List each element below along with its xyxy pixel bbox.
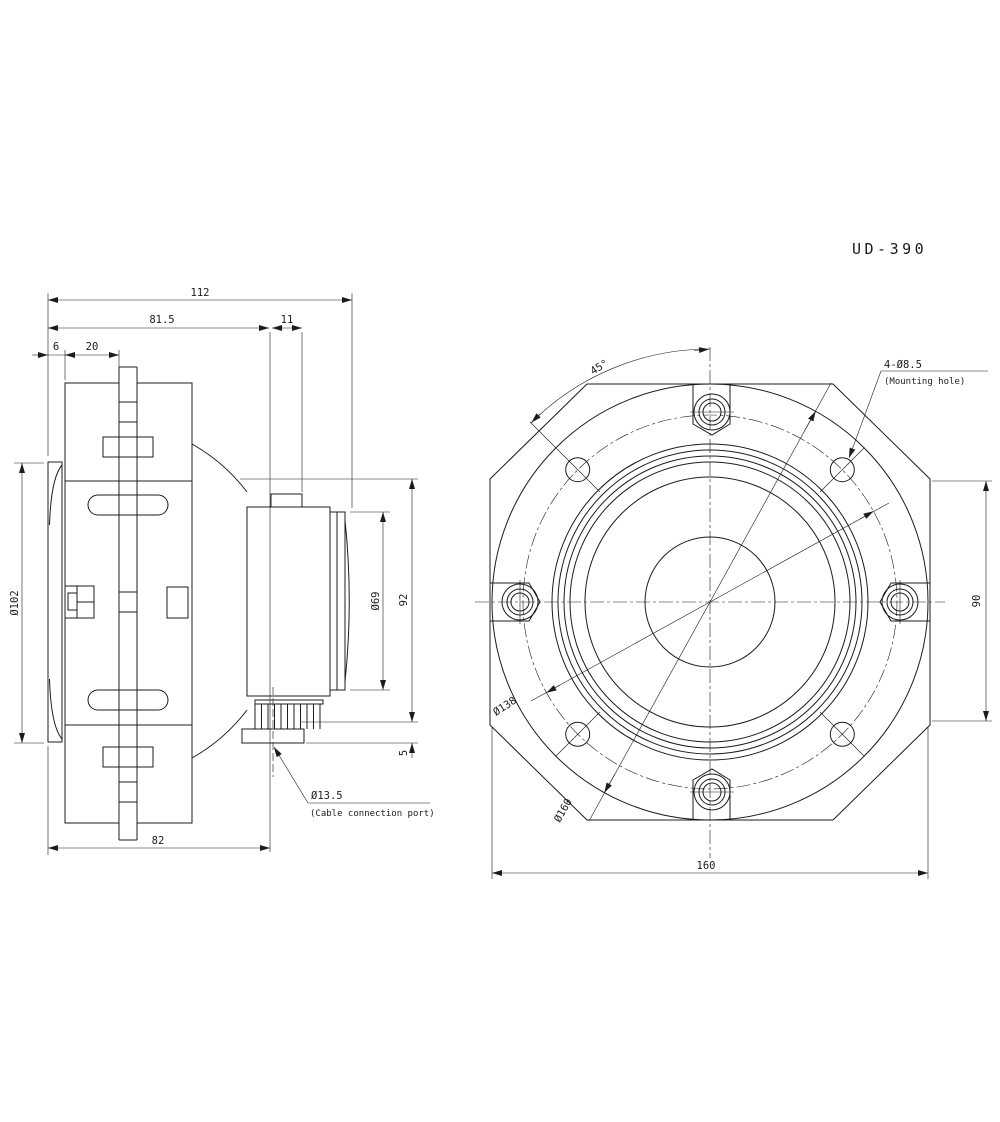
mounting-hole-note-label: (Mounting hole) xyxy=(884,377,965,387)
gasket-roundover-top xyxy=(49,464,63,526)
gasket-roundover-bottom xyxy=(49,678,63,740)
dim-body-height-label: 92 xyxy=(398,594,410,607)
clamp-tab-top xyxy=(690,384,734,436)
terminal-block-side xyxy=(64,585,95,619)
mounting-hole-sw xyxy=(565,721,591,747)
dim-front-plate-label: 20 xyxy=(86,341,99,353)
side-view: 112 81.5 11 6 20 Ø102 Ø6 xyxy=(9,287,435,855)
gasket-ring xyxy=(47,461,63,743)
cable-port-diameter-label: Ø13.5 xyxy=(311,790,343,802)
dim-front-diameter-label: Ø102 xyxy=(9,590,21,615)
drawing-title: UD-390 xyxy=(852,240,927,258)
mounting-holes xyxy=(529,421,865,757)
terminal-fins xyxy=(254,699,324,729)
front-plate xyxy=(64,382,120,824)
cylinder-step-tab xyxy=(270,493,303,507)
mounting-hole-size-label: 4-Ø8.5 xyxy=(884,359,922,371)
mounting-hole-nw xyxy=(565,457,591,483)
dim-width-label: 160 xyxy=(697,860,716,872)
bolt-nut-bottom xyxy=(102,746,154,768)
rear-cylinder xyxy=(246,506,331,697)
bolt-nut-top xyxy=(102,436,154,458)
rear-end-cap xyxy=(329,511,350,691)
dim-neck-label: 11 xyxy=(281,314,294,326)
dome-arc-bottom xyxy=(191,709,248,759)
cable-port-note-label: (Cable connection port) xyxy=(310,809,435,819)
dim-body-length-label: 81.5 xyxy=(149,314,174,326)
plate-slot-bottom xyxy=(87,689,169,711)
front-view-dimensions: Ø160 Ø138 45° 4-Ø8.5 (Mounting hole) 160 xyxy=(491,347,992,879)
dim-flat-label: 90 xyxy=(971,595,983,608)
mounting-hole-ne xyxy=(829,457,855,483)
dim-overall-length-label: 112 xyxy=(191,287,210,299)
boss-diameter-label: Ø160 xyxy=(552,797,575,825)
plate-slot-top xyxy=(87,494,169,516)
dim-terminal-plate-label: 5 xyxy=(398,750,410,756)
dim-gasket-label: 6 xyxy=(53,341,59,353)
mounting-hole-se xyxy=(829,721,855,747)
rear-plate xyxy=(136,382,193,824)
dim-rear-diameter-label: Ø69 xyxy=(370,592,382,611)
front-view: Ø160 Ø138 45° 4-Ø8.5 (Mounting hole) 160 xyxy=(475,347,992,879)
side-view-dimensions: 112 81.5 11 6 20 Ø102 Ø6 xyxy=(9,287,435,855)
clamp-tab-bottom xyxy=(690,768,734,820)
dim-port-offset-label: 82 xyxy=(152,835,165,847)
clamp-bolt xyxy=(102,366,154,841)
rear-plate-boss xyxy=(166,586,189,619)
dome-arc-top xyxy=(191,443,248,493)
flange-outline xyxy=(489,383,931,821)
